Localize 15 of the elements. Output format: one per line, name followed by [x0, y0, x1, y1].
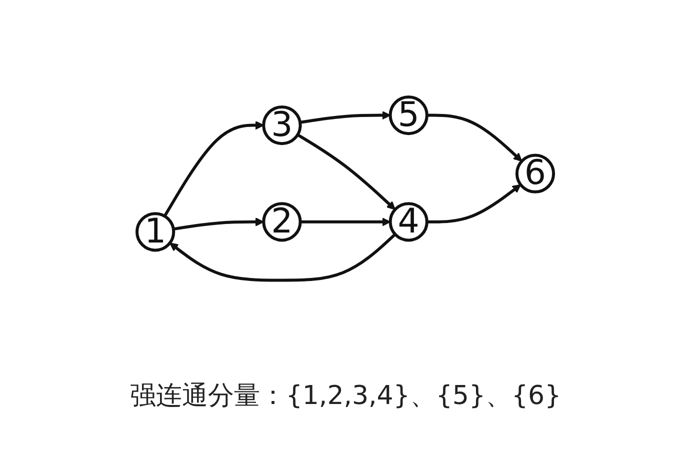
arrow [170, 233, 396, 282]
node-circle: 2 [262, 202, 302, 242]
node-circle: 3 [262, 105, 302, 146]
arrow [297, 133, 396, 210]
arrow [300, 110, 391, 124]
arrow [173, 218, 264, 231]
arrow [300, 218, 391, 226]
arrow [427, 114, 522, 162]
note-text: 强连通分量：{1,2,3,4}、{5}、{6} [130, 380, 562, 413]
arrow [164, 120, 264, 217]
node-circle: 5 [389, 95, 429, 136]
arrow [427, 184, 522, 224]
node-circle: 6 [516, 154, 556, 194]
node-circle: 4 [389, 202, 429, 242]
node-circle: 1 [136, 212, 176, 252]
